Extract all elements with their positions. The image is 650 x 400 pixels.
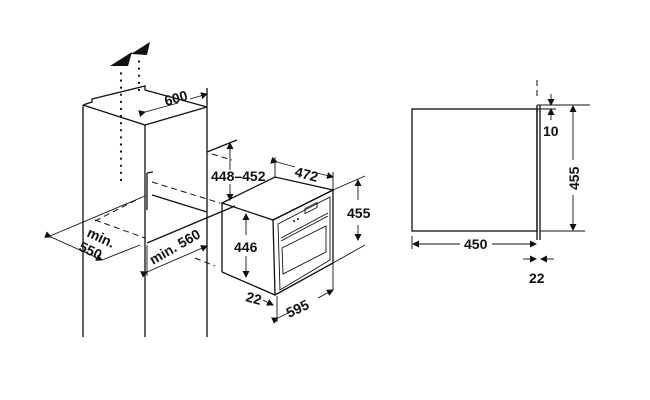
ventilation-arrows-icon — [110, 42, 150, 182]
dim-front-offset: 22 — [244, 288, 263, 308]
dim-side-height: 455 — [566, 166, 582, 190]
dim-oven-body-height: 446 — [234, 239, 258, 255]
oven-knob — [297, 218, 299, 220]
dim-top-gap: 10 — [543, 123, 559, 139]
tall-cabinet — [82, 85, 208, 337]
dimension-min-550: min. 550 — [44, 195, 146, 263]
dim-niche-height: 448–452 — [211, 168, 266, 184]
dimension-446: 446 — [234, 213, 258, 278]
oven — [220, 176, 335, 297]
oven-door-window — [281, 225, 327, 275]
dim-oven-height: 455 — [347, 205, 371, 221]
dim-cabinet-width: 600 — [162, 87, 189, 109]
dimension-22-595: 22 595 — [244, 263, 334, 324]
dimension-min-560: min. 560 — [140, 226, 208, 278]
side-view: 10 455 450 22 — [411, 80, 590, 286]
oven-display — [304, 201, 318, 215]
dim-side-depth: 450 — [464, 236, 488, 252]
dim-oven-width: 595 — [284, 296, 312, 320]
dim-front-thickness: 22 — [529, 270, 545, 286]
dimension-455: 455 — [332, 175, 371, 264]
dimension-niche-height: 448–452 — [211, 142, 266, 201]
dimension-472: 472 — [270, 157, 334, 190]
oven-knob — [293, 220, 295, 222]
dim-oven-depth: 472 — [293, 163, 320, 185]
dimension-600: 600 — [138, 87, 208, 117]
